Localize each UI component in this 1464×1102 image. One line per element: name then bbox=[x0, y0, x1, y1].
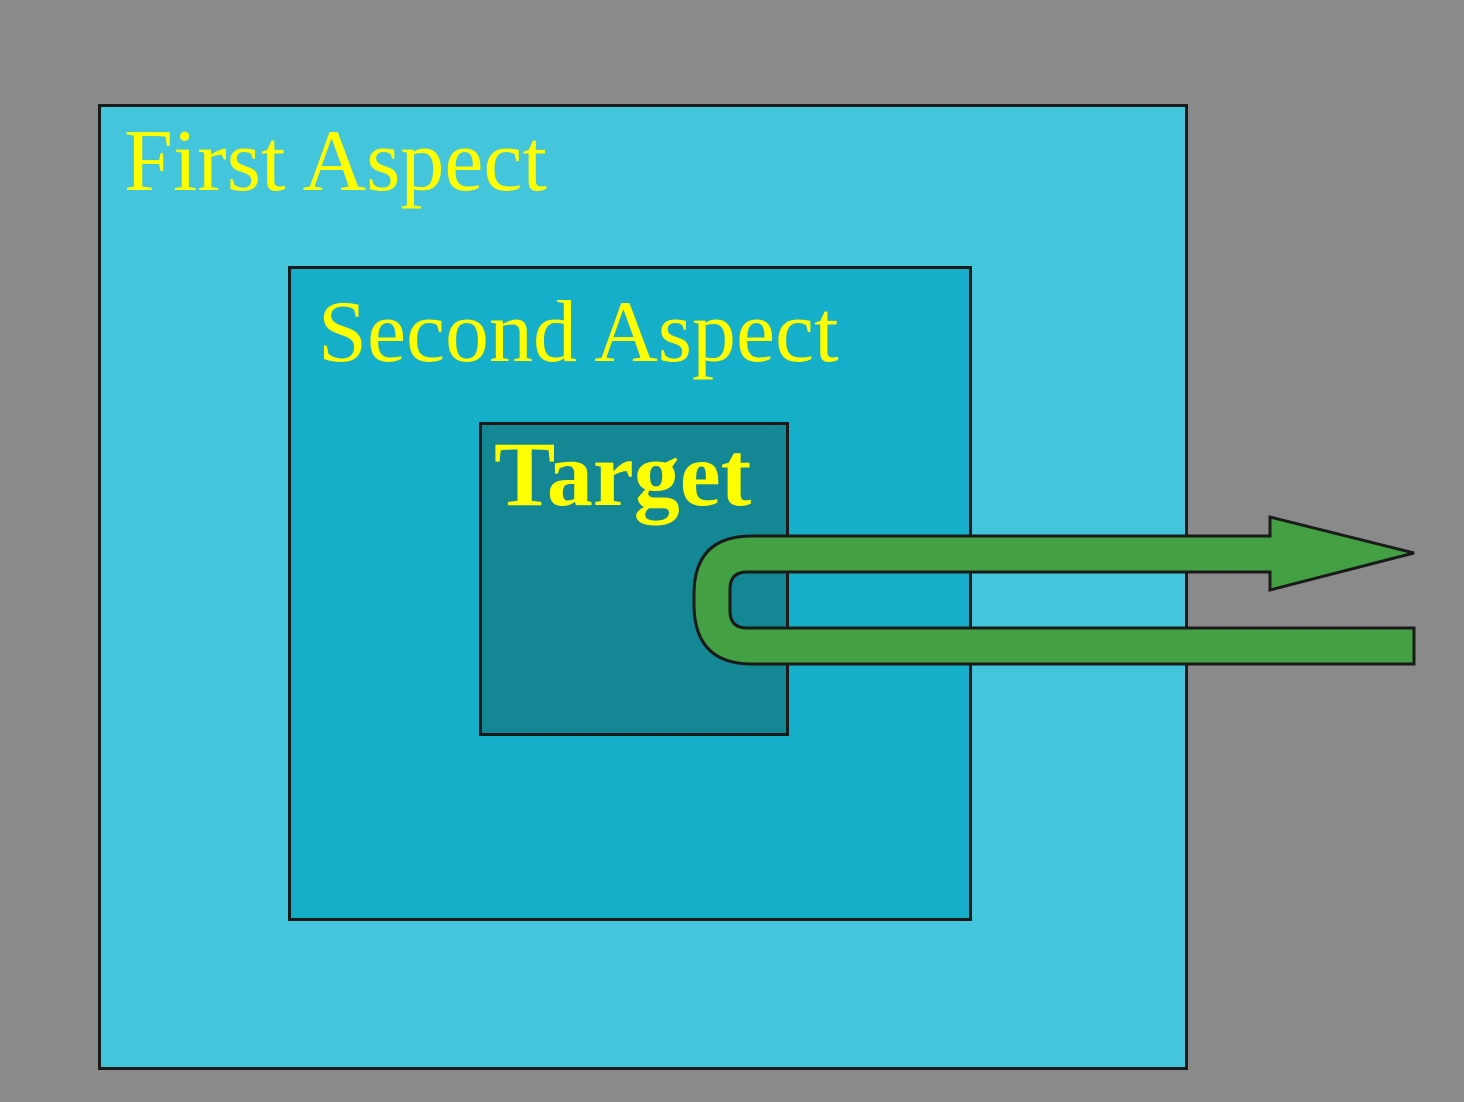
second-aspect-label: Second Aspect bbox=[318, 284, 839, 381]
target-box bbox=[479, 422, 789, 736]
first-aspect-label: First Aspect bbox=[124, 113, 547, 210]
target-label: Target bbox=[494, 423, 752, 525]
u-turn-arrow-icon bbox=[692, 515, 1416, 666]
